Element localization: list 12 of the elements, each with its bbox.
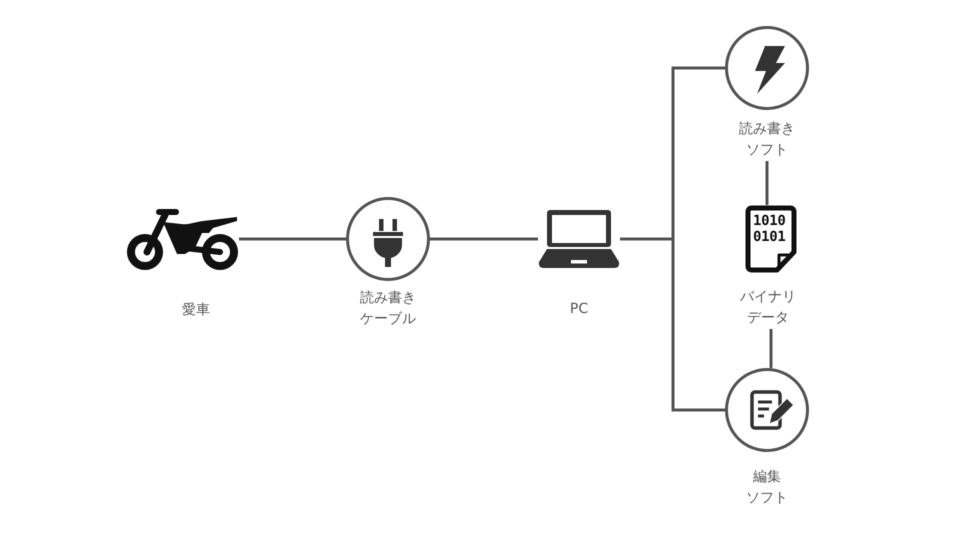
connector-line [770,329,772,368]
node-label: 読み書きソフト [739,120,795,160]
node-label: 愛車 [182,301,210,320]
node-label: 読み書きケーブル [360,289,416,329]
node-label: バイナリデータ [740,288,796,328]
node-label: 編集ソフト [746,468,788,508]
connector-line [430,238,538,240]
connector-line [239,238,346,240]
node-label: PC [570,300,588,319]
connector-line [766,161,768,205]
connector-line [620,238,725,412]
binary-digits: 1010 0101 [753,213,786,245]
